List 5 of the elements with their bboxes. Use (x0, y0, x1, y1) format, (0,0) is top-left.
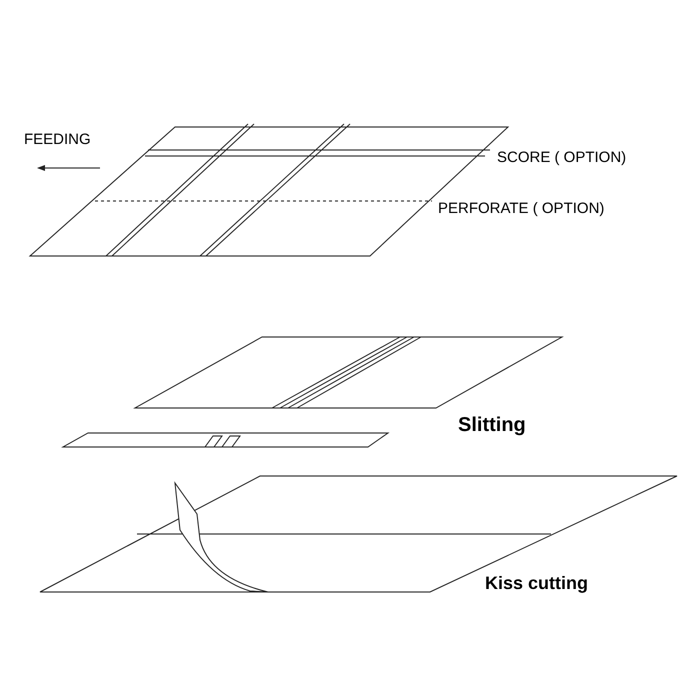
direction-label: FEEDING (24, 130, 91, 150)
option-label: PERFORATE ( OPTION) (438, 199, 604, 219)
process-label: Kiss cutting (485, 572, 588, 595)
process-label: Slitting (458, 413, 526, 438)
option-label: SCORE ( OPTION) (497, 148, 626, 168)
